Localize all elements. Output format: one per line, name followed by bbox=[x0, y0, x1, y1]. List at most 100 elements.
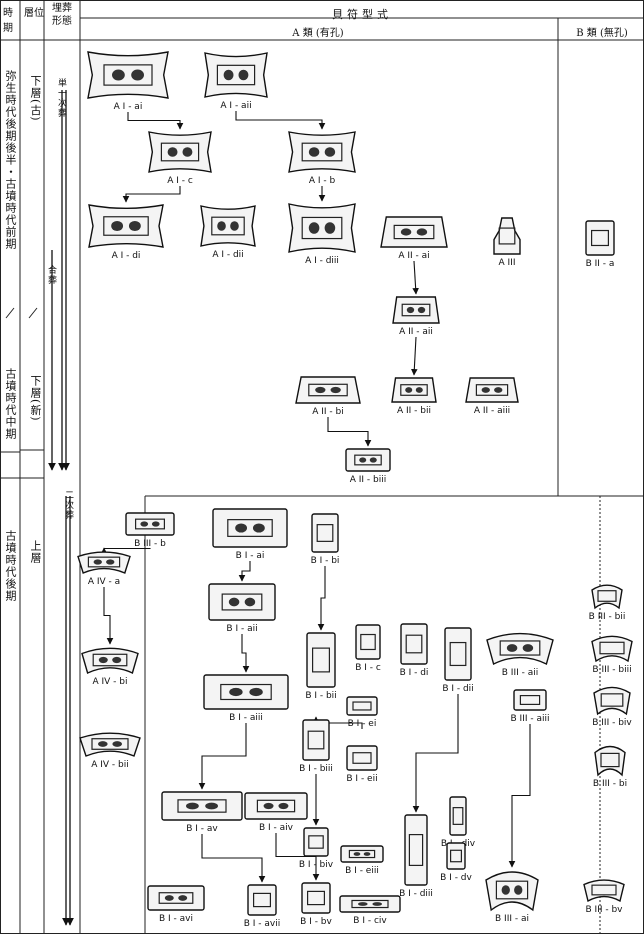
specimen-bi-bii: B I - bii bbox=[305, 633, 336, 701]
specimen-outline bbox=[393, 297, 439, 323]
specimen-motif-mark bbox=[235, 523, 247, 532]
specimen-outline bbox=[302, 883, 330, 913]
specimen-bi-c: B I - c bbox=[355, 625, 381, 673]
specimen-bi-ei: B I - ei bbox=[347, 697, 377, 729]
specimen-motif-mark bbox=[98, 741, 108, 747]
specimen-label: A I - c bbox=[167, 176, 193, 186]
specimen-label: A II - bii bbox=[397, 406, 431, 416]
specimen-motif-mark bbox=[507, 644, 518, 652]
specimen-biii-bv: B III - bv bbox=[584, 880, 624, 915]
specimen-label: B III - aiii bbox=[511, 714, 550, 724]
specimen-label: A II - biii bbox=[350, 475, 387, 485]
specimen-bi-bi: B I - bi bbox=[311, 514, 340, 566]
specimen-label: A IV - bii bbox=[91, 760, 129, 770]
specimen-outline bbox=[80, 733, 140, 756]
specimen-outline bbox=[304, 828, 328, 856]
specimen-outline bbox=[586, 221, 614, 255]
specimen-label: B I - ai bbox=[236, 551, 265, 561]
specimen-label: B I - eii bbox=[346, 774, 377, 784]
specimen-label: B I - bii bbox=[305, 691, 336, 701]
specimen-motif-mark bbox=[401, 228, 412, 235]
specimen-motif-mark bbox=[359, 457, 366, 462]
specimen-outline bbox=[592, 585, 622, 608]
specimen-bi-eiii: B I - eiii bbox=[341, 846, 383, 876]
specimen-outline bbox=[445, 628, 471, 680]
specimen-aii-bii: A II - bii bbox=[392, 378, 436, 416]
specimen-outline bbox=[149, 132, 211, 172]
specimen-aii-aiii: A II - aiii bbox=[466, 378, 518, 416]
period-separator-marks bbox=[6, 308, 37, 318]
specimen-motif-mark bbox=[99, 657, 108, 663]
specimen-bi-dv: B I - dv bbox=[440, 843, 472, 883]
arrow-aiv-a-to-aiv-bi bbox=[104, 587, 110, 644]
specimen-aiv-a: A IV - a bbox=[78, 552, 130, 587]
specimen-motif-mark bbox=[111, 221, 123, 231]
specimen-label: A I - di bbox=[112, 251, 141, 261]
specimen-label: B III - biii bbox=[592, 665, 631, 675]
specimen-motif-mark bbox=[482, 387, 490, 393]
specimen-outline bbox=[82, 648, 138, 673]
specimen-outline bbox=[245, 793, 307, 819]
specimen-label: B I - di bbox=[400, 668, 429, 678]
specimen-label: B III - b bbox=[134, 539, 166, 549]
specimen-motif-mark bbox=[364, 852, 371, 856]
specimen-bi-aiii: B I - aiii bbox=[204, 675, 288, 723]
specimen-aiv-bii: A IV - bii bbox=[80, 733, 140, 770]
specimen-motif-mark bbox=[278, 803, 288, 809]
specimen-bi-eii: B I - eii bbox=[346, 746, 377, 784]
specimen-biii-bi: B III - bi bbox=[593, 747, 627, 790]
specimen-motif-mark bbox=[245, 598, 256, 607]
specimen-label: B III - bii bbox=[589, 612, 626, 622]
specimen-outline bbox=[204, 675, 288, 709]
specimen-outline bbox=[381, 217, 447, 247]
specimen-motif-mark bbox=[94, 559, 102, 564]
specimen-motif-mark bbox=[186, 803, 199, 810]
specimen-label: A II - ai bbox=[398, 251, 429, 261]
specimen-label: B III - aii bbox=[502, 668, 538, 678]
specimen-label: B I - diii bbox=[399, 889, 433, 899]
specimen-outline bbox=[347, 697, 377, 715]
specimen-label: B III - bi bbox=[593, 779, 627, 789]
specimen-label: A I - aii bbox=[220, 101, 251, 111]
specimen-outline bbox=[78, 552, 130, 573]
specimen-biii-b: B III - b bbox=[126, 513, 174, 549]
specimen-motif-mark bbox=[217, 221, 226, 231]
specimen-ai-di: A I - di bbox=[89, 205, 163, 261]
specimen-outline bbox=[205, 53, 267, 97]
specimen-outline bbox=[88, 52, 168, 98]
arrow-bi-aiii-to-bi-av bbox=[202, 723, 246, 789]
specimen-motif-mark bbox=[372, 902, 382, 906]
specimen-bi-dii: B I - dii bbox=[442, 628, 473, 694]
specimen-label: B I - aii bbox=[226, 624, 257, 634]
specimen-biii-ai: B III - ai bbox=[486, 872, 538, 924]
specimen-outline bbox=[341, 846, 383, 862]
specimen-bi-aiv: B I - aiv bbox=[245, 793, 307, 833]
specimen-motif-mark bbox=[494, 387, 502, 393]
specimen-label: A III bbox=[499, 258, 516, 268]
specimen-aiv-bi: A IV - bi bbox=[82, 648, 138, 687]
specimen-outline bbox=[340, 896, 400, 912]
specimen-label: B I - ei bbox=[348, 719, 377, 729]
specimen-outline bbox=[514, 690, 546, 710]
specimen-motif-mark bbox=[253, 523, 265, 532]
specimen-ai-b: A I - b bbox=[289, 132, 355, 186]
specimen-motif-mark bbox=[131, 69, 144, 80]
specimen-motif-mark bbox=[168, 147, 178, 157]
specimen-outline bbox=[346, 449, 390, 471]
specimen-motif-mark bbox=[249, 688, 262, 696]
specimen-label: B III - bv bbox=[585, 905, 623, 915]
specimen-motif-mark bbox=[112, 741, 122, 747]
specimen-bi-avi: B I - avi bbox=[148, 886, 204, 924]
specimen-bi-bv: B I - bv bbox=[300, 883, 332, 927]
specimen-label: B III - ai bbox=[495, 914, 529, 924]
specimen-motif-mark bbox=[370, 457, 377, 462]
specimen-outline bbox=[312, 514, 338, 552]
specimen-label: B I - eiii bbox=[345, 866, 379, 876]
specimen-label: B I - c bbox=[355, 663, 381, 673]
specimen-outline bbox=[162, 792, 242, 820]
arrow-aii-bi-to-aii-biii bbox=[328, 417, 368, 446]
specimen-label: B I - avi bbox=[159, 914, 193, 924]
specimen-bi-ai: B I - ai bbox=[213, 509, 287, 561]
